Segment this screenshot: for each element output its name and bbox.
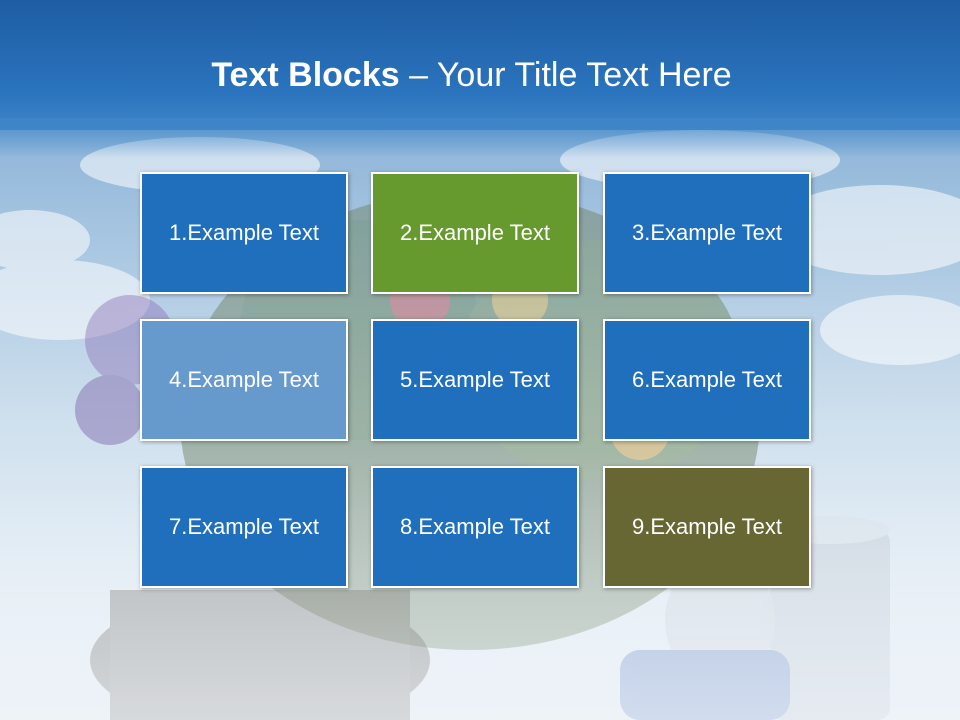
text-block-7-label: 7.Example Text xyxy=(168,514,319,539)
text-block-3[interactable]: 3.Example Text xyxy=(603,172,811,294)
text-block-6-label: 6.Example Text xyxy=(631,367,782,392)
title-dash: – xyxy=(409,56,429,94)
text-block-9[interactable]: 9.Example Text xyxy=(603,466,811,588)
text-block-3-label: 3.Example Text xyxy=(631,220,782,245)
title-banner-fade xyxy=(0,118,960,158)
text-block-4[interactable]: 4.Example Text xyxy=(140,319,348,441)
text-block-5-label: 5.Example Text xyxy=(399,367,550,392)
text-block-9-label: 9.Example Text xyxy=(631,514,782,539)
text-block-2-label: 2.Example Text xyxy=(399,220,550,245)
text-block-5[interactable]: 5.Example Text xyxy=(371,319,579,441)
title-rest: Your Title Text Here xyxy=(436,56,732,94)
text-block-8-label: 8.Example Text xyxy=(399,514,550,539)
text-block-2[interactable]: 2.Example Text xyxy=(371,172,579,294)
slide-title[interactable]: Text Blocks – Your Title Text Here xyxy=(0,52,943,98)
text-block-1-label: 1.Example Text xyxy=(168,220,319,245)
title-bold-part: Text Blocks xyxy=(211,56,400,94)
text-block-7[interactable]: 7.Example Text xyxy=(140,466,348,588)
text-block-1[interactable]: 1.Example Text xyxy=(140,172,348,294)
text-block-6[interactable]: 6.Example Text xyxy=(603,319,811,441)
title-banner xyxy=(0,0,960,130)
text-block-8[interactable]: 8.Example Text xyxy=(371,466,579,588)
text-block-4-label: 4.Example Text xyxy=(168,367,319,392)
